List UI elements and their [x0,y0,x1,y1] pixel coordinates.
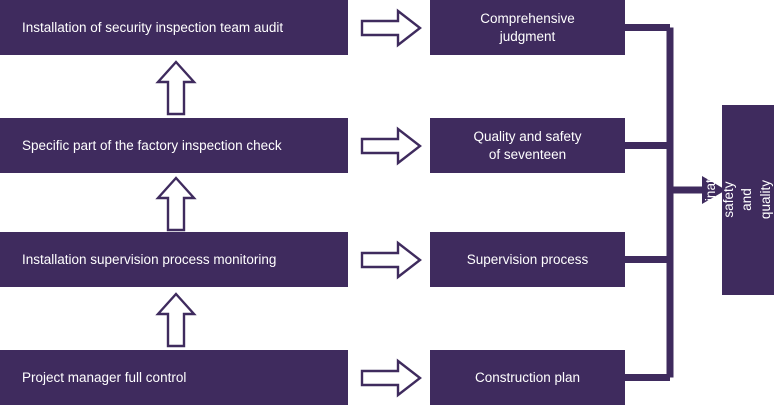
process-box-left-2[interactable]: Specific part of the factory inspection … [0,118,348,173]
process-box-left-3[interactable]: Installation supervision process monitor… [0,232,348,287]
outcome-box-right-2[interactable]: Quality and safety of seventeen [430,118,625,173]
outcome-box-right-3[interactable]: Supervision process [430,232,625,287]
arrow-right-icon-4 [360,358,422,398]
arrowhead-icon-final [702,176,726,204]
bus-connector [618,24,726,381]
final-outcome-box[interactable]: Eliminate safety and quality hazards [703,105,780,295]
outcome-box-right-2-label: Quality and safety of seventeen [473,128,582,162]
outcome-box-right-1-label: Comprehensive judgment [480,10,575,44]
arrow-up-icon-2 [155,176,197,232]
process-box-left-2-label: Specific part of the factory inspection … [22,137,282,153]
outcome-box-right-3-label: Supervision process [466,251,589,267]
process-box-left-3-label: Installation supervision process monitor… [22,251,277,267]
outcome-box-right-4[interactable]: Construction plan [430,350,625,405]
outcome-box-right-4-label: Construction plan [474,369,581,385]
arrow-up-icon-3 [155,292,197,348]
process-box-left-4-label: Project manager full control [22,369,187,385]
arrow-up-icon-1 [155,60,197,116]
process-box-left-1[interactable]: Installation of security inspection team… [0,0,348,55]
arrow-right-icon-1 [360,8,422,48]
outcome-box-right-1[interactable]: Comprehensive judgment [430,0,625,55]
final-outcome-box-label: Eliminate safety and quality hazards [703,172,780,228]
process-box-left-4[interactable]: Project manager full control [0,350,348,405]
arrow-right-icon-3 [360,240,422,280]
arrow-right-icon-2 [360,126,422,166]
process-box-left-1-label: Installation of security inspection team… [22,19,284,35]
